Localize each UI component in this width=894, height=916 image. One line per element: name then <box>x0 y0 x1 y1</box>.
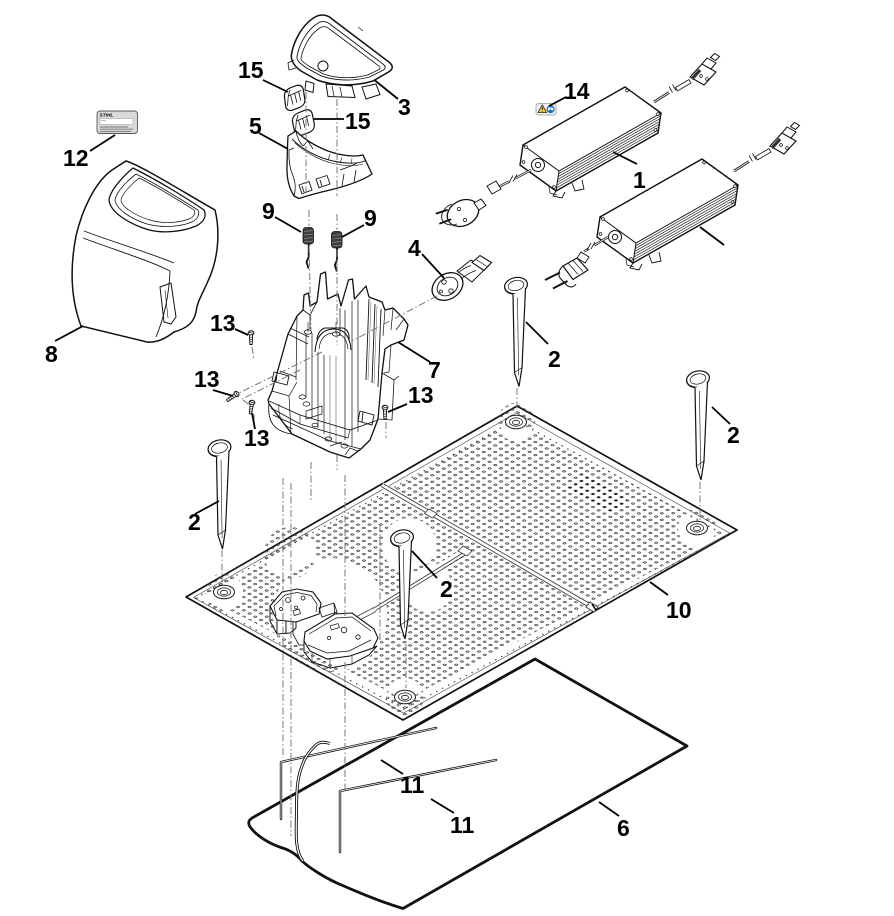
svg-text:2: 2 <box>548 346 561 372</box>
svg-text:15: 15 <box>345 108 371 134</box>
svg-text:11: 11 <box>400 772 425 798</box>
svg-text:15: 15 <box>238 57 264 83</box>
svg-text:13: 13 <box>194 366 220 392</box>
svg-text:STIHL: STIHL <box>100 113 114 119</box>
svg-text:2: 2 <box>188 509 201 535</box>
svg-text:1: 1 <box>633 167 646 193</box>
svg-text:8: 8 <box>45 341 58 367</box>
svg-text:3: 3 <box>398 94 411 120</box>
svg-text:11: 11 <box>450 812 475 838</box>
svg-text:14: 14 <box>564 78 590 104</box>
svg-text:4: 4 <box>408 235 421 261</box>
svg-text:10: 10 <box>666 597 692 623</box>
svg-text:2: 2 <box>727 422 740 448</box>
svg-text:7: 7 <box>428 357 441 383</box>
svg-text:2: 2 <box>440 576 453 602</box>
svg-text:6: 6 <box>617 815 630 841</box>
svg-text:13: 13 <box>244 425 270 451</box>
svg-text:12: 12 <box>63 145 89 171</box>
svg-text:13: 13 <box>210 310 236 336</box>
svg-text:13: 13 <box>408 382 434 408</box>
svg-text:5: 5 <box>249 113 262 139</box>
svg-text:9: 9 <box>364 205 377 231</box>
svg-text:9: 9 <box>262 198 275 224</box>
